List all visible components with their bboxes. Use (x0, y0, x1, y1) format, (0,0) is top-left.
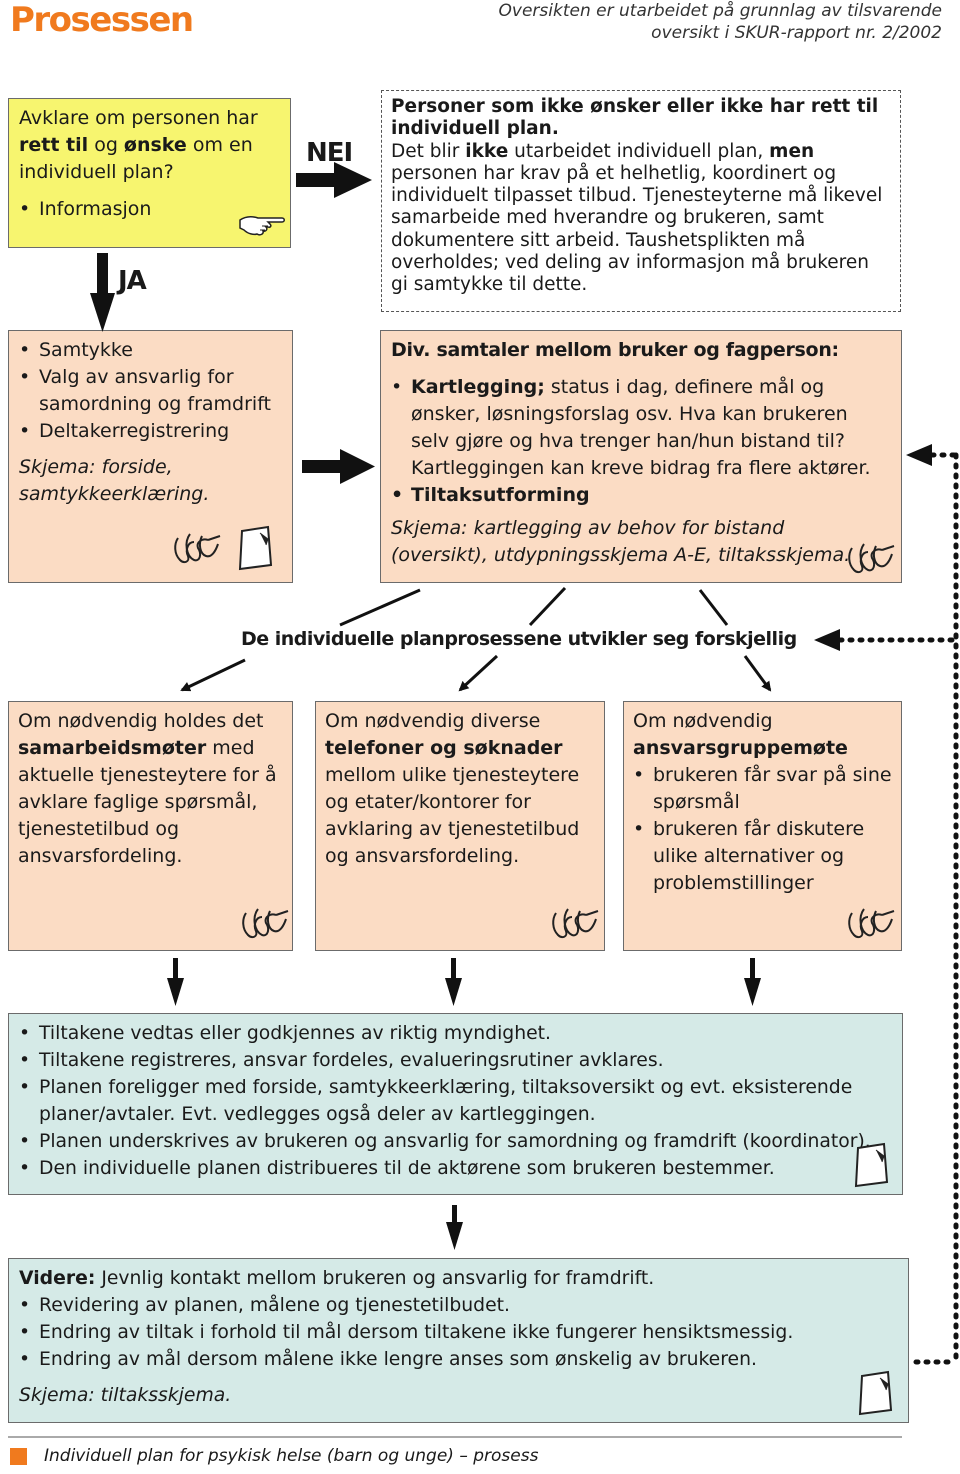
nei-title: Personer som ikke ønsker eller ikke har … (391, 96, 879, 140)
samtykke-skjema: Skjema: forside, samtykkeerklæring. (19, 456, 210, 505)
box-telefoner: Om nødvendig diverse telefoner og søknad… (315, 701, 605, 951)
document-icon (854, 1142, 889, 1188)
ansvar-bullet-1: brukeren får svar på sine spørsmål (633, 762, 892, 816)
tiltak-bullet-3: Planen foreligger med forside, samtykkee… (19, 1074, 892, 1128)
avklare-line-2: rett til og ønske om en (19, 134, 253, 156)
videre-bullet-3: Endring av mål dersom målene ikke lengre… (19, 1346, 898, 1373)
document-icon (238, 525, 273, 571)
label-nei: NEI (306, 138, 353, 168)
subtitle-line-1: Oversikten er utarbeidet på grunnlag av … (498, 1, 942, 21)
document-icon (858, 1370, 893, 1416)
conversation-icon (242, 908, 289, 939)
avklare-line-1: Avklare om personen har (19, 107, 258, 129)
box-samarbeidsmoter: Om nødvendig holdes det samarbeidsmøter … (8, 701, 293, 951)
box-samtaler: Div. samtaler mellom bruker og fagperson… (380, 330, 902, 583)
tiltak-bullet-4: Planen underskrives av brukeren og ansva… (19, 1128, 892, 1155)
footer-text: Individuell plan for psykisk helse (barn… (44, 1446, 539, 1466)
videre-bullet-1: Revidering av planen, målene og tjeneste… (19, 1292, 898, 1319)
box-ansvarsgruppe: Om nødvendig ansvarsgruppemøte brukeren … (623, 701, 902, 951)
page-subtitle: Oversikten er utarbeidet på grunnlag av … (499, 0, 942, 44)
tiltak-bullet-1: Tiltakene vedtas eller godkjennes av rik… (19, 1020, 892, 1047)
ansvar-bullet-2: brukeren får diskutere ulike alternative… (633, 816, 892, 897)
subtitle-line-2: oversikt i SKUR-rapport nr. 2/2002 (651, 23, 942, 43)
box-videre: Videre: Jevnlig kontakt mellom brukeren … (8, 1258, 909, 1423)
samtykke-bullet-1: Samtykke (19, 337, 282, 364)
videre-skjema: Skjema: tiltaksskjema. (19, 1385, 232, 1406)
samtaler-title: Div. samtaler mellom bruker og fagperson… (391, 339, 839, 361)
label-ja: JA (118, 266, 147, 296)
arrow-down-3 (744, 958, 761, 1006)
avklare-line-3: individuell plan? (19, 161, 174, 183)
samtaler-skjema: Skjema: kartlegging av behov for bistand… (391, 517, 851, 566)
samtaler-bullet-tiltaksutforming: Tiltaksutforming (391, 482, 891, 509)
box-nei-info: Personer som ikke ønsker eller ikke har … (381, 90, 901, 312)
samtaler-bullet-kartlegging: Kartlegging; status i dag, definere mål … (391, 374, 891, 482)
arrow-down-videre (446, 1205, 463, 1250)
footer-orange-square (10, 1448, 27, 1465)
box-tiltak: Tiltakene vedtas eller godkjennes av rik… (8, 1013, 903, 1195)
arrow-samtykke-to-samtaler (302, 449, 375, 484)
tiltak-bullet-5: Den individuelle planen distribueres til… (19, 1155, 892, 1182)
samarbeid-text: Om nødvendig holdes det samarbeidsmøter … (18, 710, 277, 867)
ansvar-line-2: ansvarsgruppemøte (633, 737, 848, 759)
pointing-hand-icon (239, 215, 285, 236)
process-banner: De individuelle planprosessene utvikler … (238, 628, 800, 650)
samtykke-bullet-3: Deltakerregistrering (19, 418, 282, 445)
tiltak-bullet-2: Tiltakene registreres, ansvar fordeles, … (19, 1047, 892, 1074)
telefoner-text: Om nødvendig diverse telefoner og søknad… (325, 710, 580, 867)
videre-bullet-2: Endring av tiltak i forhold til mål ders… (19, 1319, 898, 1346)
box-avklare: Avklare om personen har rett til og ønsk… (8, 98, 291, 248)
conversation-icon (552, 908, 599, 939)
conversation-icon (174, 533, 221, 564)
page-title: Prosessen (10, 0, 194, 40)
arrow-down-2 (445, 958, 462, 1006)
videre-line: Videre: Jevnlig kontakt mellom brukeren … (19, 1268, 655, 1289)
nei-body: Det blir ikke utarbeidet individuell pla… (391, 140, 883, 296)
box-samtykke: Samtykke Valg av ansvarlig for samordnin… (8, 330, 293, 583)
samtykke-bullet-2: Valg av ansvarlig for samordning og fram… (19, 364, 282, 418)
avklare-bullet-informasjon: Informasjon (19, 196, 280, 223)
conversation-icon (848, 908, 895, 939)
ansvar-line-1: Om nødvendig (633, 710, 773, 732)
arrow-down-1 (167, 958, 184, 1006)
arrow-ja (90, 253, 115, 332)
conversation-icon (848, 543, 895, 574)
